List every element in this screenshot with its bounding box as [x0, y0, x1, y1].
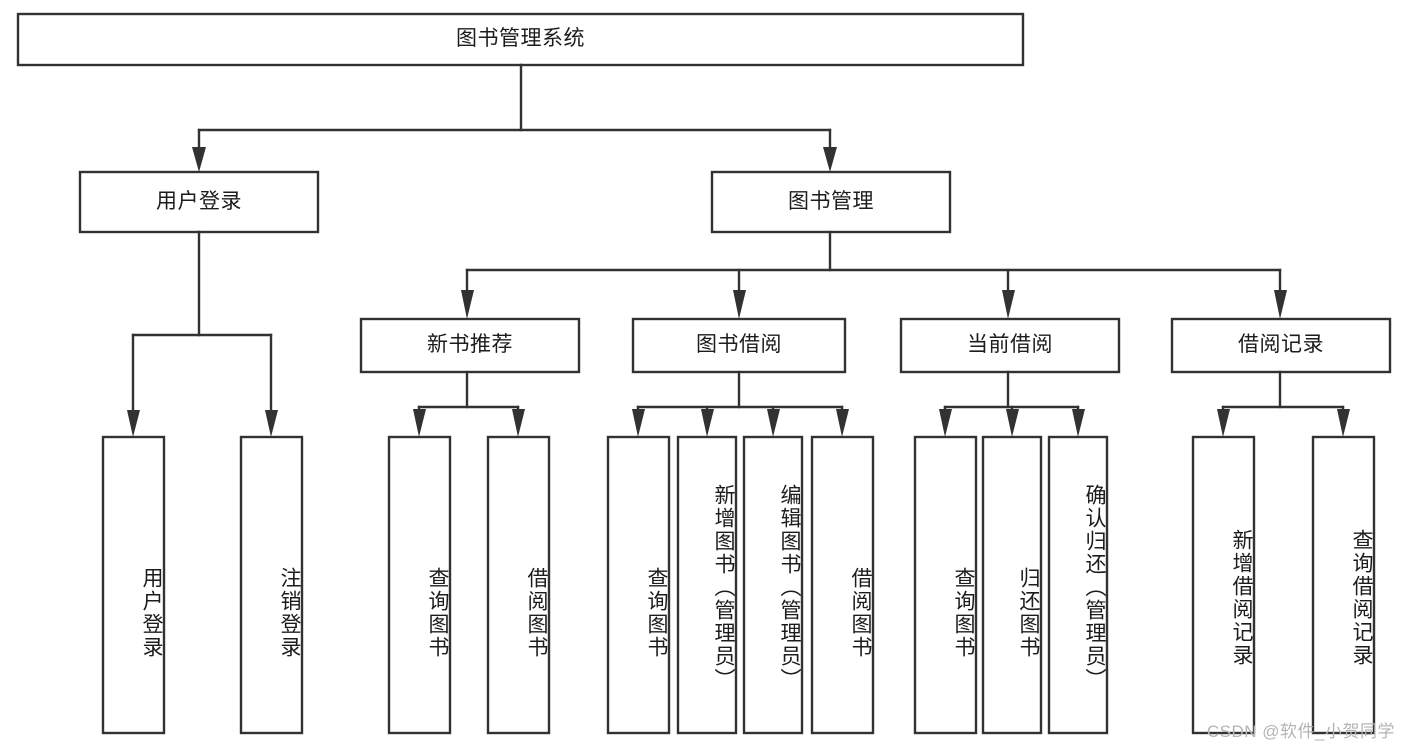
arrow-bm-to-borrow-record	[1274, 290, 1287, 319]
arrow-bm-to-book-borrow	[733, 290, 746, 319]
arrow-bm-to-current-borrow	[1002, 290, 1015, 319]
node-box-user-login[interactable]	[78, 170, 320, 234]
node-box-leaf-2[interactable]	[387, 435, 452, 735]
node-box-book-borrow[interactable]	[631, 317, 847, 374]
arrow-book-borrow-leaf6	[767, 409, 780, 437]
arrow-current-borrow-leaf9	[1006, 409, 1019, 437]
node-box-leaf-6[interactable]	[742, 435, 804, 735]
csdn-watermark: CSDN @软件_小贺同学	[1206, 722, 1395, 741]
node-box-leaf-11[interactable]	[1191, 435, 1256, 735]
node-box-leaf-8[interactable]	[913, 435, 978, 735]
node-box-leaf-4[interactable]	[606, 435, 671, 735]
arrow-book-borrow-leaf4	[632, 409, 645, 437]
node-box-leaf-10[interactable]	[1047, 435, 1109, 735]
arrow-root-to-book-management	[823, 147, 837, 172]
arrow-bm-to-new-book	[461, 290, 474, 319]
arrow-new-book-leaf2	[413, 409, 426, 437]
arrow-new-book-leaf3	[512, 409, 525, 437]
node-box-leaf-1[interactable]	[239, 435, 304, 735]
arrow-current-borrow-leaf8	[939, 409, 952, 437]
node-box-leaf-9[interactable]	[981, 435, 1043, 735]
arrow-user-login-leaf1	[265, 410, 278, 437]
arrow-borrow-record-leaf11	[1217, 409, 1230, 437]
node-box-leaf-7[interactable]	[810, 435, 875, 735]
arrow-book-borrow-leaf5	[701, 409, 714, 437]
node-box-leaf-12[interactable]	[1311, 435, 1376, 735]
node-box-borrow-record[interactable]	[1170, 317, 1392, 374]
node-box-leaf-3[interactable]	[486, 435, 551, 735]
node-box-leaf-5[interactable]	[676, 435, 738, 735]
arrow-book-borrow-leaf7	[836, 409, 849, 437]
node-box-current-borrow[interactable]	[899, 317, 1121, 374]
node-box-book-management[interactable]	[710, 170, 952, 234]
node-box-leaf-0[interactable]	[101, 435, 166, 735]
arrow-current-borrow-leaf10	[1072, 409, 1085, 437]
arrow-borrow-record-leaf12	[1337, 409, 1350, 437]
node-box-new-book-recommend[interactable]	[359, 317, 581, 374]
arrow-user-login-leaf0	[127, 410, 140, 437]
arrow-root-to-user-login	[192, 147, 206, 172]
node-box-root[interactable]	[16, 12, 1025, 67]
